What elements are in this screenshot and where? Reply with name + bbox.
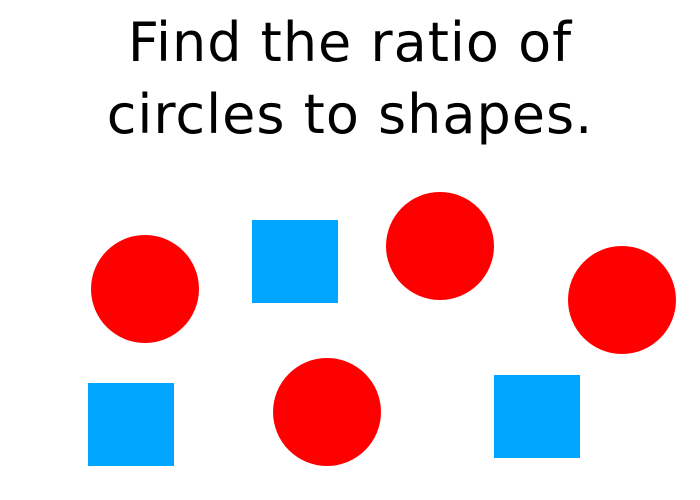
- blue-square: [494, 375, 580, 458]
- blue-square: [252, 220, 338, 303]
- red-circle: [91, 235, 199, 343]
- red-circle: [273, 358, 381, 466]
- blue-square: [88, 383, 174, 466]
- question-line-1: Find the ratio of: [127, 11, 573, 74]
- red-circle: [568, 246, 676, 354]
- red-circle: [386, 192, 494, 300]
- question-line-2: circles to shapes.: [106, 83, 594, 146]
